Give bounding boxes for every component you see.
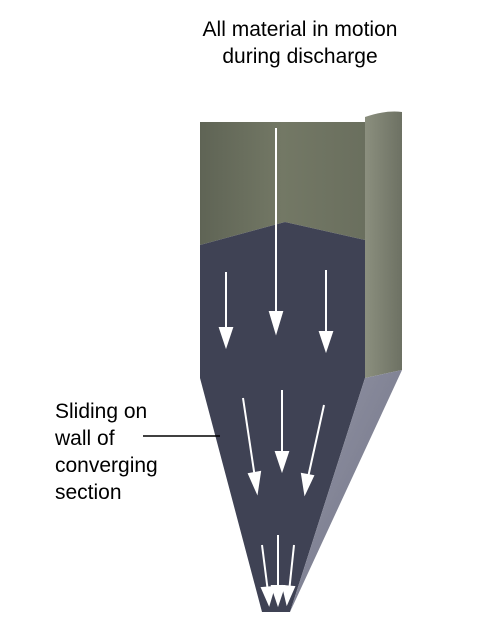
annotation-all-material-in-motion: All material in motion during discharge <box>175 16 425 70</box>
flow-arrows <box>218 128 334 608</box>
cylinder-side-strip <box>365 111 402 379</box>
flow-arrow <box>318 270 334 354</box>
material-in-cone <box>200 378 365 612</box>
annotation-side-line3: converging <box>55 454 158 477</box>
flow-arrow <box>260 544 276 607</box>
annotation-side-line4: section <box>55 481 122 504</box>
flow-arrow <box>300 404 325 497</box>
annotation-top-line1: All material in motion <box>202 18 398 41</box>
flow-arrow <box>218 272 234 350</box>
cone-side-face <box>290 370 402 612</box>
annotation-side-line1: Sliding on <box>55 400 148 423</box>
material-in-cylinder <box>200 222 365 378</box>
flow-arrow <box>274 390 290 474</box>
flow-arrow <box>281 544 296 607</box>
annotation-side-line2: wall of <box>55 427 115 450</box>
flow-arrow <box>268 128 284 336</box>
cylinder-empty-wall <box>200 122 365 245</box>
flow-arrow <box>242 397 262 496</box>
annotation-sliding-on-wall: Sliding on wall of converging section <box>55 398 158 506</box>
annotation-top-line2: during discharge <box>222 45 378 68</box>
flow-arrow <box>270 535 286 608</box>
